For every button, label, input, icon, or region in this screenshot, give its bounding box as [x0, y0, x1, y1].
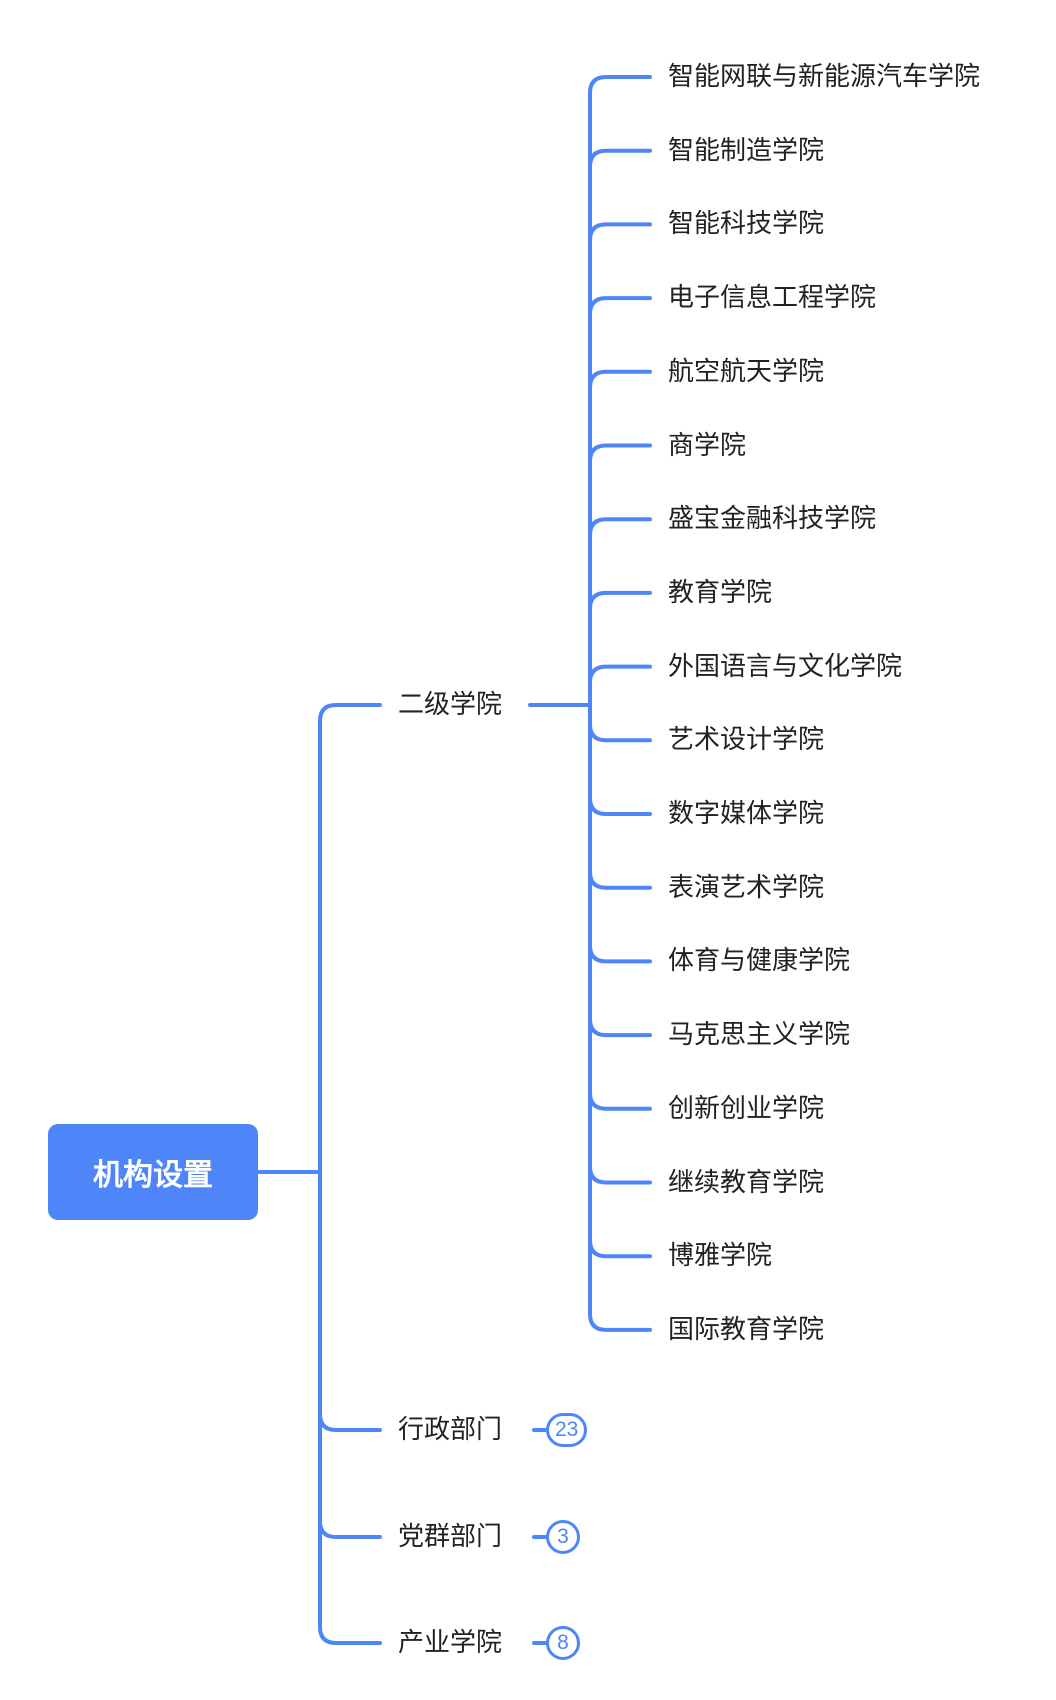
- leaf-connector-12: [588, 703, 652, 964]
- leaf-connector-17: [588, 703, 652, 1332]
- college-node[interactable]: 创新创业学院: [668, 1093, 825, 1124]
- leaf-connector-1: [588, 148, 652, 707]
- leaf-connector-10: [588, 703, 652, 816]
- leaf-connector-5: [588, 443, 652, 707]
- college-node[interactable]: 继续教育学院: [668, 1167, 825, 1198]
- college-node[interactable]: 国际教育学院: [668, 1314, 825, 1345]
- branch-node[interactable]: 行政部门: [398, 1415, 503, 1445]
- college-node[interactable]: 智能科技学院: [668, 209, 825, 240]
- college-node[interactable]: 表演艺术学院: [668, 872, 825, 903]
- leaf-connector-7: [588, 590, 652, 707]
- college-node[interactable]: 教育学院: [668, 577, 773, 608]
- branch-node[interactable]: 党群部门: [398, 1522, 503, 1552]
- college-node[interactable]: 电子信息工程学院: [668, 283, 877, 314]
- college-node[interactable]: 体育与健康学院: [668, 946, 851, 977]
- branch-connector-0: [318, 703, 382, 1174]
- college-node[interactable]: 数字媒体学院: [668, 799, 825, 829]
- leaf-connector-0: [588, 75, 652, 707]
- branch-node[interactable]: 产业学院: [398, 1628, 503, 1658]
- leaf-connector-6: [588, 517, 652, 707]
- college-node[interactable]: 艺术设计学院: [668, 725, 825, 756]
- leaf-connector-15: [588, 703, 652, 1185]
- collapsed-count-badge[interactable]: 23: [546, 1413, 588, 1447]
- branch-connector-3: [318, 1170, 382, 1645]
- college-node[interactable]: 智能制造学院: [668, 135, 825, 166]
- collapsed-count-badge[interactable]: 3: [546, 1520, 580, 1554]
- leaf-connector-13: [588, 703, 652, 1038]
- college-node[interactable]: 航空航天学院: [668, 356, 825, 387]
- collapsed-count-badge[interactable]: 8: [546, 1626, 580, 1660]
- college-node[interactable]: 智能网联与新能源汽车学院: [668, 62, 981, 92]
- root-label: 机构设置: [93, 1158, 213, 1193]
- leaf-connector-2: [588, 222, 652, 707]
- college-node[interactable]: 博雅学院: [668, 1241, 773, 1272]
- branch-connector-1: [318, 1170, 382, 1432]
- branch-connector-2: [318, 1170, 382, 1539]
- college-node[interactable]: 盛宝金融科技学院: [668, 504, 877, 535]
- college-node[interactable]: 商学院: [668, 430, 747, 461]
- root-node[interactable]: 机构设置: [48, 1124, 258, 1220]
- branch-node[interactable]: 二级学院: [398, 690, 503, 720]
- leaf-connector-11: [588, 703, 652, 890]
- college-node[interactable]: 外国语言与文化学院: [668, 651, 903, 682]
- leaf-connector-9: [588, 703, 652, 743]
- college-node[interactable]: 马克思主义学院: [668, 1020, 851, 1051]
- leaf-connector-14: [588, 703, 652, 1111]
- leaf-connector-4: [588, 369, 652, 707]
- leaf-connector-8: [588, 664, 652, 707]
- leaf-connector-16: [588, 703, 652, 1259]
- leaf-connector-3: [588, 296, 652, 707]
